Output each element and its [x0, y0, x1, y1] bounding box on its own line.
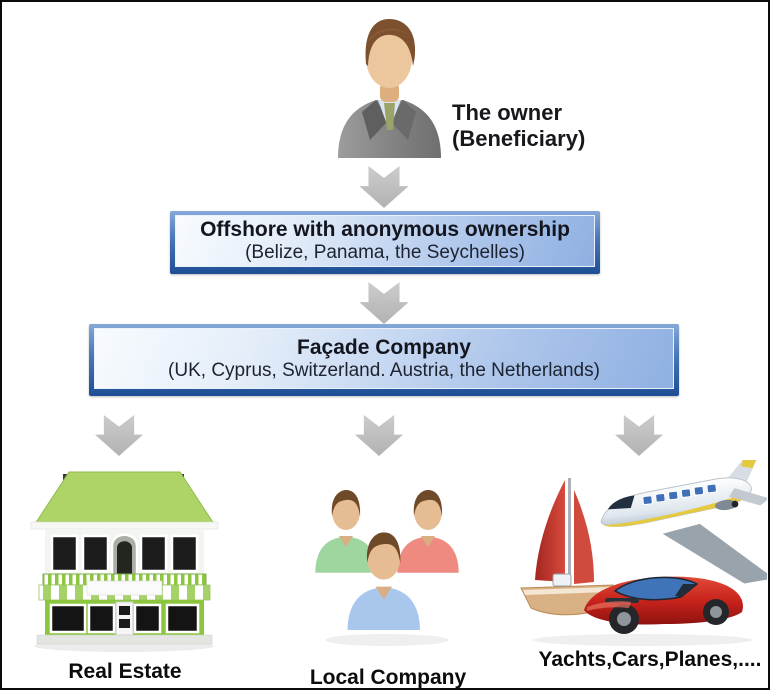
owner-icon — [332, 8, 447, 160]
jet-icon — [600, 456, 768, 584]
down-arrow-icon — [354, 415, 404, 456]
down-arrow-icon — [358, 282, 410, 324]
yacht-plane-car-icon — [507, 456, 768, 648]
owner-label-line2: (Beneficiary) — [452, 125, 586, 151]
offshore-banner-subtitle: (Belize, Panama, the Seychelles) — [245, 242, 525, 264]
sports-car-icon — [584, 576, 743, 634]
down-arrow-icon — [358, 166, 410, 208]
local-company-label: Local Company — [309, 666, 467, 689]
owner-label-line1: The owner — [452, 100, 563, 125]
people-group-icon — [308, 478, 466, 648]
down-arrow-icon — [94, 415, 144, 456]
luxury-assets-label: Yachts,Cars,Planes,.... — [538, 648, 762, 671]
facade-banner-title: Façade Company — [297, 335, 471, 359]
down-arrow-icon — [614, 415, 664, 456]
offshore-banner: Offshore with anonymous ownership (Beliz… — [170, 211, 600, 274]
facade-banner-subtitle: (UK, Cyprus, Switzerland. Austria, the N… — [168, 359, 600, 381]
owner-label: The owner (Beneficiary) — [452, 100, 632, 152]
person-red — [394, 490, 462, 576]
green-building-icon — [27, 462, 222, 657]
person-blue — [344, 532, 423, 633]
facade-company-banner: Façade Company (UK, Cyprus, Switzerland.… — [89, 324, 679, 396]
offshore-banner-title: Offshore with anonymous ownership — [200, 218, 570, 241]
real-estate-label: Real Estate — [68, 660, 182, 683]
